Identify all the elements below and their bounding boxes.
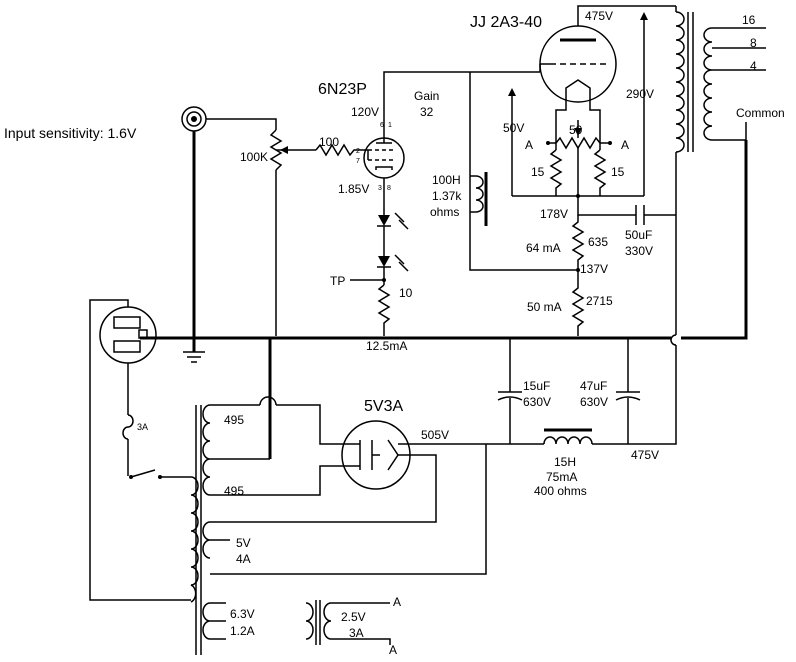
current-50ma: 50 mA	[527, 300, 562, 314]
led-2	[377, 254, 409, 272]
ot-voltage: 290V	[626, 87, 654, 101]
tap-8: 8	[750, 36, 757, 50]
cap-47uf-voltage: 630V	[580, 395, 608, 409]
pin-3: 3	[378, 185, 382, 192]
pt-5v: 5V	[236, 536, 251, 550]
input-pot-value: 100K	[240, 150, 268, 164]
current-64ma: 64 mA	[526, 241, 561, 255]
fil-3a: 3A	[349, 626, 364, 640]
pt-primary	[190, 476, 199, 603]
bypass-cap-value: 50uF	[625, 228, 652, 242]
filter-choke	[543, 436, 593, 445]
driver-plate-voltage: 120V	[351, 105, 379, 119]
r15-right: 15	[611, 165, 625, 179]
cap-47uf: 47uF	[580, 379, 607, 393]
choke-100h: 100H	[432, 173, 461, 187]
fuse	[122, 414, 134, 440]
hum-pot	[555, 136, 601, 150]
pt-495-bottom: 495	[224, 484, 244, 498]
choke-400: 400 ohms	[534, 484, 587, 498]
input-jack	[181, 106, 207, 132]
cathode-resistor	[377, 284, 391, 336]
fil-a-bottom: A	[389, 643, 397, 657]
cathode-voltage: 178V	[540, 207, 568, 221]
cap-15uf-voltage: 630V	[523, 395, 551, 409]
resistor-2715	[571, 270, 585, 336]
input-sensitivity-label: Input sensitivity: 1.6V	[4, 125, 137, 141]
cap-15uf: 15uF	[523, 379, 550, 393]
test-point-label: TP	[330, 274, 345, 288]
tap-16: 16	[742, 13, 756, 27]
heater-a-right: A	[621, 138, 629, 152]
power-switch	[129, 469, 162, 479]
ot-primary	[675, 11, 685, 153]
fil-2-5v: 2.5V	[341, 610, 366, 624]
driver-cathode-voltage: 1.85V	[338, 182, 369, 196]
fuse-rating: 3A	[137, 422, 148, 432]
output-plate-voltage: 475V	[585, 9, 613, 23]
pt-6-3v-winding	[202, 602, 211, 640]
fil-a-top: A	[393, 595, 401, 609]
choke-ohms: ohms	[430, 205, 459, 219]
bypass-cap-voltage: 330V	[625, 244, 653, 258]
choke-15h: 15H	[554, 455, 576, 469]
ground-symbol	[183, 351, 205, 363]
grid-resistor-value: 100	[319, 135, 339, 149]
driver-tube-name: 6N23P	[318, 81, 367, 98]
r15-left-resistor	[549, 149, 563, 196]
heater-a-left: A	[525, 138, 533, 152]
gain-label: Gain	[414, 89, 439, 103]
voltage-137: 137V	[580, 262, 608, 276]
driver-current: 12.5mA	[366, 339, 407, 353]
pin-1: 1	[388, 122, 392, 129]
pt-4a: 4A	[236, 552, 251, 566]
b-plus-475: 475V	[631, 448, 659, 462]
power-inlet	[99, 306, 157, 364]
input-wire	[206, 118, 277, 130]
rectifier-output-voltage: 505V	[421, 428, 449, 442]
resistor-635: 635	[588, 235, 608, 249]
cathode-resistor-value: 10	[399, 286, 413, 300]
output-tube-name: JJ 2A3-40	[470, 14, 542, 31]
pt-1-2a: 1.2A	[230, 624, 255, 638]
r15-left: 15	[531, 165, 545, 179]
tap-common: Common	[736, 106, 785, 120]
r15-right-resistor	[593, 149, 607, 196]
hum-voltage: 50V	[503, 121, 524, 135]
driver-tube	[363, 137, 405, 179]
pt-6-3v: 6.3V	[230, 607, 255, 621]
output-tube	[539, 25, 617, 103]
choke-1-37k: 1.37k	[432, 189, 462, 203]
plate-choke	[475, 172, 488, 226]
choke-75ma: 75mA	[546, 470, 577, 484]
grid-stopper-resistor	[315, 143, 368, 157]
led-1	[377, 212, 409, 230]
pin-2: 2	[356, 148, 360, 155]
pt-hv-secondary	[202, 404, 211, 496]
filament-transformer	[305, 600, 391, 645]
pin-8: 8	[387, 185, 391, 192]
pin-7: 7	[356, 158, 360, 165]
resistor-635	[571, 215, 585, 270]
ot-secondary	[703, 27, 713, 141]
pin-6: 6	[380, 122, 384, 129]
tap-4: 4	[750, 59, 757, 73]
pt-495-top: 495	[224, 413, 244, 427]
pt-5v-winding	[202, 521, 211, 559]
gain-value: 32	[420, 105, 434, 119]
rectifier-tube-name: 5V3A	[364, 398, 403, 415]
resistor-2715: 2715	[586, 294, 613, 308]
